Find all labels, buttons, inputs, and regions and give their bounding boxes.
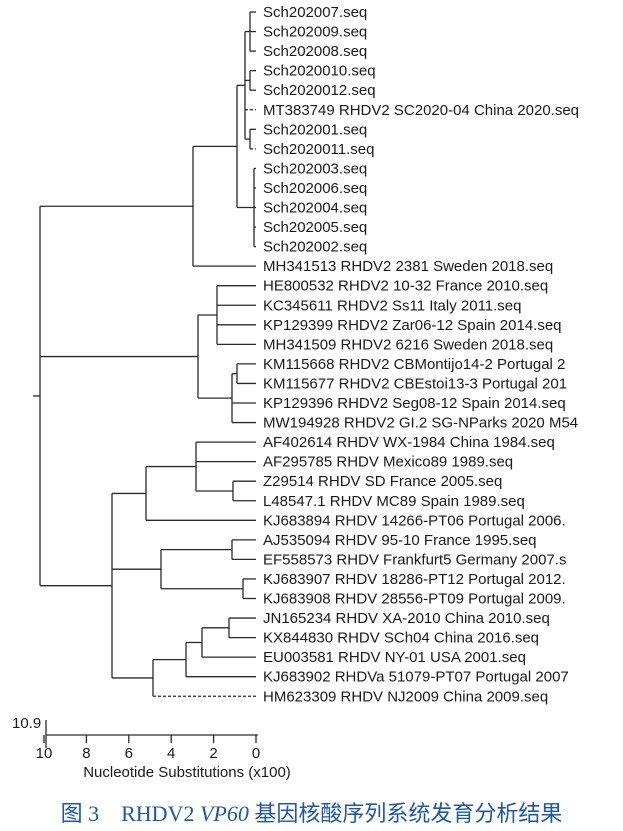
leaf-label: AJ535094 RHDV 95-10 France 1995.seq	[263, 532, 537, 549]
figure-caption: 图 3 RHDV2 VP60 基因核酸序列系统发育分析结果	[0, 796, 623, 828]
leaf-labels: Sch202007.seqSch202009.seqSch202008.seqS…	[263, 4, 579, 705]
leaf-label: Sch2020012.seq	[263, 82, 376, 99]
leaf-label: KM115668 RHDV2 CBMontijo14-2 Portugal 2	[263, 356, 565, 373]
caption-suffix: 基因核酸序列系统发育分析结果	[248, 801, 563, 826]
leaf-label: KP129399 RHDV2 Zar06-12 Spain 2014.seq	[263, 317, 562, 334]
leaf-label: MT383749 RHDV2 SC2020-04 China 2020.seq	[263, 102, 579, 119]
leaf-label: KX844830 RHDV SCh04 China 2016.seq	[263, 630, 539, 647]
leaf-label: KC345611 RHDV2 Ss11 Italy 2011.seq	[263, 297, 522, 314]
caption-gene: VP60	[199, 801, 249, 826]
substitution-axis: 10 8 6 4 2 0 Nucleotide Substitutions (x100)	[36, 734, 291, 781]
leaf-label: Sch202001.seq	[263, 121, 367, 138]
axis-tick-label: 2	[209, 745, 217, 762]
leaf-label: EU003581 RHDV NY-01 USA 2001.seq	[263, 649, 526, 666]
leaf-label: Sch202004.seq	[263, 200, 367, 217]
leaf-label: MH341513 RHDV2 2381 Sweden 2018.seq	[263, 258, 553, 275]
leaf-label: Sch202002.seq	[263, 239, 367, 256]
leaf-label: KP129396 RHDV2 Seg08-12 Spain 2014.seq	[263, 395, 566, 412]
axis-tick-label: 4	[167, 745, 175, 762]
caption-prefix: 图 3 RHDV2	[60, 801, 200, 826]
leaf-label: MH341509 RHDV2 6216 Sweden 2018.seq	[263, 336, 553, 353]
leaf-label: L48547.1 RHDV MC89 Spain 1989.seq	[263, 493, 525, 510]
axis-title: Nucleotide Substitutions (x100)	[83, 764, 291, 781]
axis-tick-label: 8	[82, 745, 90, 762]
axis-ticks: 10 8 6 4 2 0	[36, 735, 260, 762]
leaf-label: KM115677 RHDV2 CBEstoi13-3 Portugal 201	[263, 375, 567, 392]
leaf-label: MW194928 RHDV2 GI.2 SG-NParks 2020 M54	[263, 415, 578, 432]
phylogenetic-tree: Sch202007.seqSch202009.seqSch202008.seqS…	[12, 4, 579, 781]
leaf-label: KJ683907 RHDV 18286-PT12 Portugal 2012.	[263, 571, 566, 588]
scale-value: 10.9	[12, 715, 41, 732]
leaf-label: Sch2020010.seq	[263, 63, 376, 80]
axis-tick-label: 6	[125, 745, 133, 762]
axis-tick-label: 0	[252, 745, 260, 762]
leaf-label: Sch202006.seq	[263, 180, 367, 197]
leaf-label: KJ683902 RHDVa 51079-PT07 Portugal 2007	[263, 669, 569, 686]
leaf-label: KJ683908 RHDV 28556-PT09 Portugal 2009.	[263, 591, 566, 608]
leaf-label: Sch202007.seq	[263, 4, 367, 21]
leaf-label: KJ683894 RHDV 14266-PT06 Portugal 2006.	[263, 512, 566, 529]
leaf-label: Z29514 RHDV SD France 2005.seq	[263, 473, 502, 490]
leaf-label: Sch2020011.seq	[263, 141, 374, 158]
leaf-label: HE800532 RHDV2 10-32 France 2010.seq	[263, 278, 548, 295]
leaf-label: Sch202008.seq	[263, 43, 367, 60]
leaf-label: Sch202005.seq	[263, 219, 367, 236]
axis-tick-label: 10	[36, 745, 53, 762]
leaf-label: AF295785 RHDV Mexico89 1989.seq	[263, 454, 513, 471]
leaf-label: Sch202003.seq	[263, 160, 367, 177]
leaf-label: JN165234 RHDV XA-2010 China 2010.seq	[263, 610, 550, 627]
leaf-label: HM623309 RHDV NJ2009 China 2009.seq	[263, 688, 548, 705]
leaf-label: AF402614 RHDV WX-1984 China 1984.seq	[263, 434, 555, 451]
tree-branches	[33, 11, 256, 748]
leaf-label: Sch202009.seq	[263, 24, 367, 41]
leaf-label: EF558573 RHDV Frankfurt5 Germany 2007.s	[263, 551, 566, 568]
